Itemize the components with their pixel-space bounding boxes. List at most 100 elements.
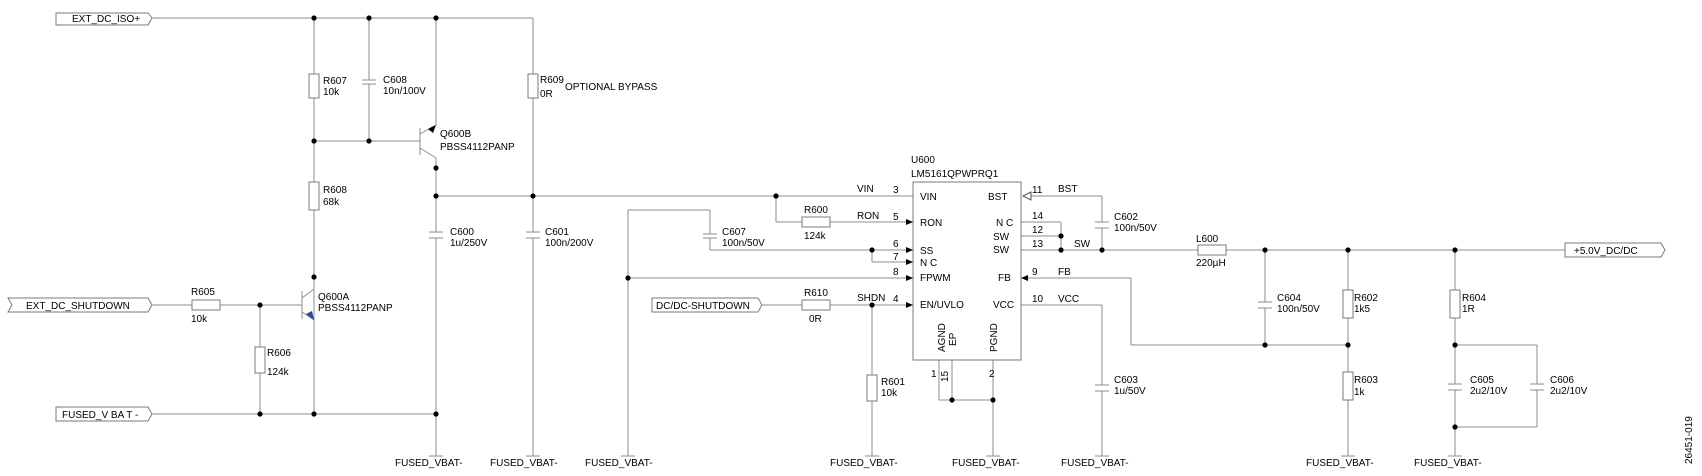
r608-ref: R608	[323, 185, 347, 196]
q600b-arrow	[428, 125, 436, 133]
c602-val: 100n/50V	[1114, 223, 1157, 234]
ic-pin-num: 12	[1032, 225, 1044, 236]
ic-labels: U600 LM5161QPWPRQ1 3 VIN 5 RON 6 SS 7 N …	[893, 155, 1044, 382]
ic-ref: U600	[911, 155, 935, 166]
bst-arrow	[1021, 191, 1032, 201]
ic-pin-num: 14	[1032, 211, 1044, 222]
ic-pin-name: PGND	[989, 323, 1000, 352]
ic-pin-num: 8	[893, 267, 899, 278]
r603-ref: R603	[1354, 375, 1378, 386]
ic-pin-name: RON	[920, 218, 942, 229]
ic-pin-name: SW	[993, 232, 1010, 243]
c601-ref: C601	[545, 227, 569, 238]
r601-ref: R601	[881, 377, 905, 388]
ic-pin-num: 7	[893, 252, 899, 263]
l600-ref: L600	[1196, 234, 1219, 245]
ground-symbol: FUSED_VBAT-	[395, 455, 463, 469]
net-sw: SW	[1074, 239, 1091, 250]
ic-pin-num: 5	[893, 212, 899, 223]
part-labels: R607 10k C608 10n/100V R609 0R OPTIONAL …	[191, 75, 1588, 399]
q600a-arrow	[306, 311, 314, 320]
c600-val: 1u/250V	[450, 238, 488, 249]
svg-text:DC/DC-SHUTDOWN: DC/DC-SHUTDOWN	[656, 301, 750, 312]
c601-val: 100n/200V	[545, 238, 594, 249]
svg-text:FUSED_VBAT-: FUSED_VBAT-	[490, 458, 558, 469]
ic-pin-num: 1	[931, 369, 937, 380]
svg-text:FUSED_VBAT-: FUSED_VBAT-	[952, 458, 1020, 469]
q600b-val: PBSS4112PANP	[440, 142, 515, 153]
svg-text:FUSED_VBAT-: FUSED_VBAT-	[585, 458, 653, 469]
q600a-ref: Q600A	[318, 292, 349, 303]
ic-pin-name: N C	[920, 258, 937, 269]
ic-body	[912, 181, 1022, 361]
c607-ref: C607	[722, 227, 746, 238]
capacitors	[362, 79, 1544, 392]
port-out-5v: +5.0V_DC/DC	[1564, 242, 1666, 258]
resistors	[191, 73, 1461, 402]
r604-ref: R604	[1462, 293, 1486, 304]
c608-val: 10n/100V	[383, 86, 426, 97]
ground-symbol: FUSED_VBAT-	[952, 455, 1020, 469]
q600b-ref: Q600B	[440, 129, 471, 140]
figure-id: 26451-019	[1684, 416, 1695, 464]
net-vcc: VCC	[1058, 294, 1079, 305]
ground-symbol: FUSED_VBAT-	[1414, 455, 1482, 469]
net-labels: VIN RON SHDN BST SW FB VCC	[857, 184, 1091, 305]
ground-symbol: FUSED_VBAT-	[830, 455, 898, 469]
c605-val: 2u2/10V	[1470, 386, 1508, 397]
svg-text:EXT_DC_ISO+: EXT_DC_ISO+	[72, 14, 140, 25]
ground-symbols: FUSED_VBAT- FUSED_VBAT- FUSED_VBAT- FUSE…	[395, 455, 1482, 469]
r606-ref: R606	[267, 348, 291, 359]
ic-part: LM5161QPWPRQ1	[911, 169, 999, 180]
r609-val: 0R	[540, 89, 553, 100]
ic-pin-num: 11	[1032, 185, 1043, 196]
ground-symbol: FUSED_VBAT-	[1306, 455, 1374, 469]
l600-val: 220µH	[1196, 258, 1226, 269]
c604-val: 100n/50V	[1277, 304, 1320, 315]
ic-pin-num: 3	[893, 185, 899, 196]
ic-pin-name: FPWM	[920, 273, 951, 284]
c603-ref: C603	[1114, 375, 1138, 386]
r610-ref: R610	[804, 288, 828, 299]
svg-text:+5.0V_DC/DC: +5.0V_DC/DC	[1574, 246, 1638, 257]
c607-val: 100n/50V	[722, 238, 765, 249]
r605-ref: R605	[191, 287, 215, 298]
ic-pin-name: VCC	[993, 300, 1014, 311]
ic-pin-name: EN/UVLO	[920, 300, 964, 311]
r600-ref: R600	[804, 205, 828, 216]
port-ext-dc-iso: EXT_DC_ISO+	[55, 12, 153, 26]
r602-val: 1k5	[1354, 304, 1371, 315]
svg-text:FUSED_VBAT-: FUSED_VBAT-	[830, 458, 898, 469]
junctions	[257, 15, 1458, 430]
ground-symbol: FUSED_VBAT-	[490, 455, 558, 469]
r602-ref: R602	[1354, 293, 1378, 304]
r603-val: 1k	[1354, 387, 1366, 398]
c605-ref: C605	[1470, 375, 1494, 386]
q600a-val: PBSS4112PANP	[318, 303, 393, 314]
ic-pin-num: 10	[1032, 294, 1044, 305]
ground-symbol: FUSED_VBAT-	[1061, 455, 1129, 469]
port-dcdc-shutdown: DC/DC-SHUTDOWN	[651, 297, 763, 313]
ic-pin-name: N C	[996, 218, 1013, 229]
ic-pin-name: VIN	[920, 192, 937, 203]
ic-pin-num: 2	[989, 369, 995, 380]
net-shdn: SHDN	[857, 293, 885, 304]
net-ron: RON	[857, 211, 879, 222]
ic-pin-name: AGND	[937, 323, 948, 352]
c606-val: 2u2/10V	[1550, 386, 1588, 397]
c608-ref: C608	[383, 75, 407, 86]
ground-symbol: FUSED_VBAT-	[585, 455, 653, 469]
ic-pin-name: SW	[993, 245, 1010, 256]
r609-ref: R609	[540, 75, 564, 86]
svg-text:FUSED_VBAT-: FUSED_VBAT-	[395, 458, 463, 469]
wires	[148, 17, 1565, 456]
port-fused-vbat: FUSED_V BA T -	[55, 406, 153, 422]
c606-ref: C606	[1550, 375, 1574, 386]
r601-val: 10k	[881, 388, 898, 399]
ic-pin-name: BST	[988, 192, 1007, 203]
c604-ref: C604	[1277, 293, 1301, 304]
svg-text:FUSED_V BA T -: FUSED_V BA T -	[62, 410, 138, 421]
c602-ref: C602	[1114, 212, 1138, 223]
r607-ref: R607	[323, 76, 347, 87]
